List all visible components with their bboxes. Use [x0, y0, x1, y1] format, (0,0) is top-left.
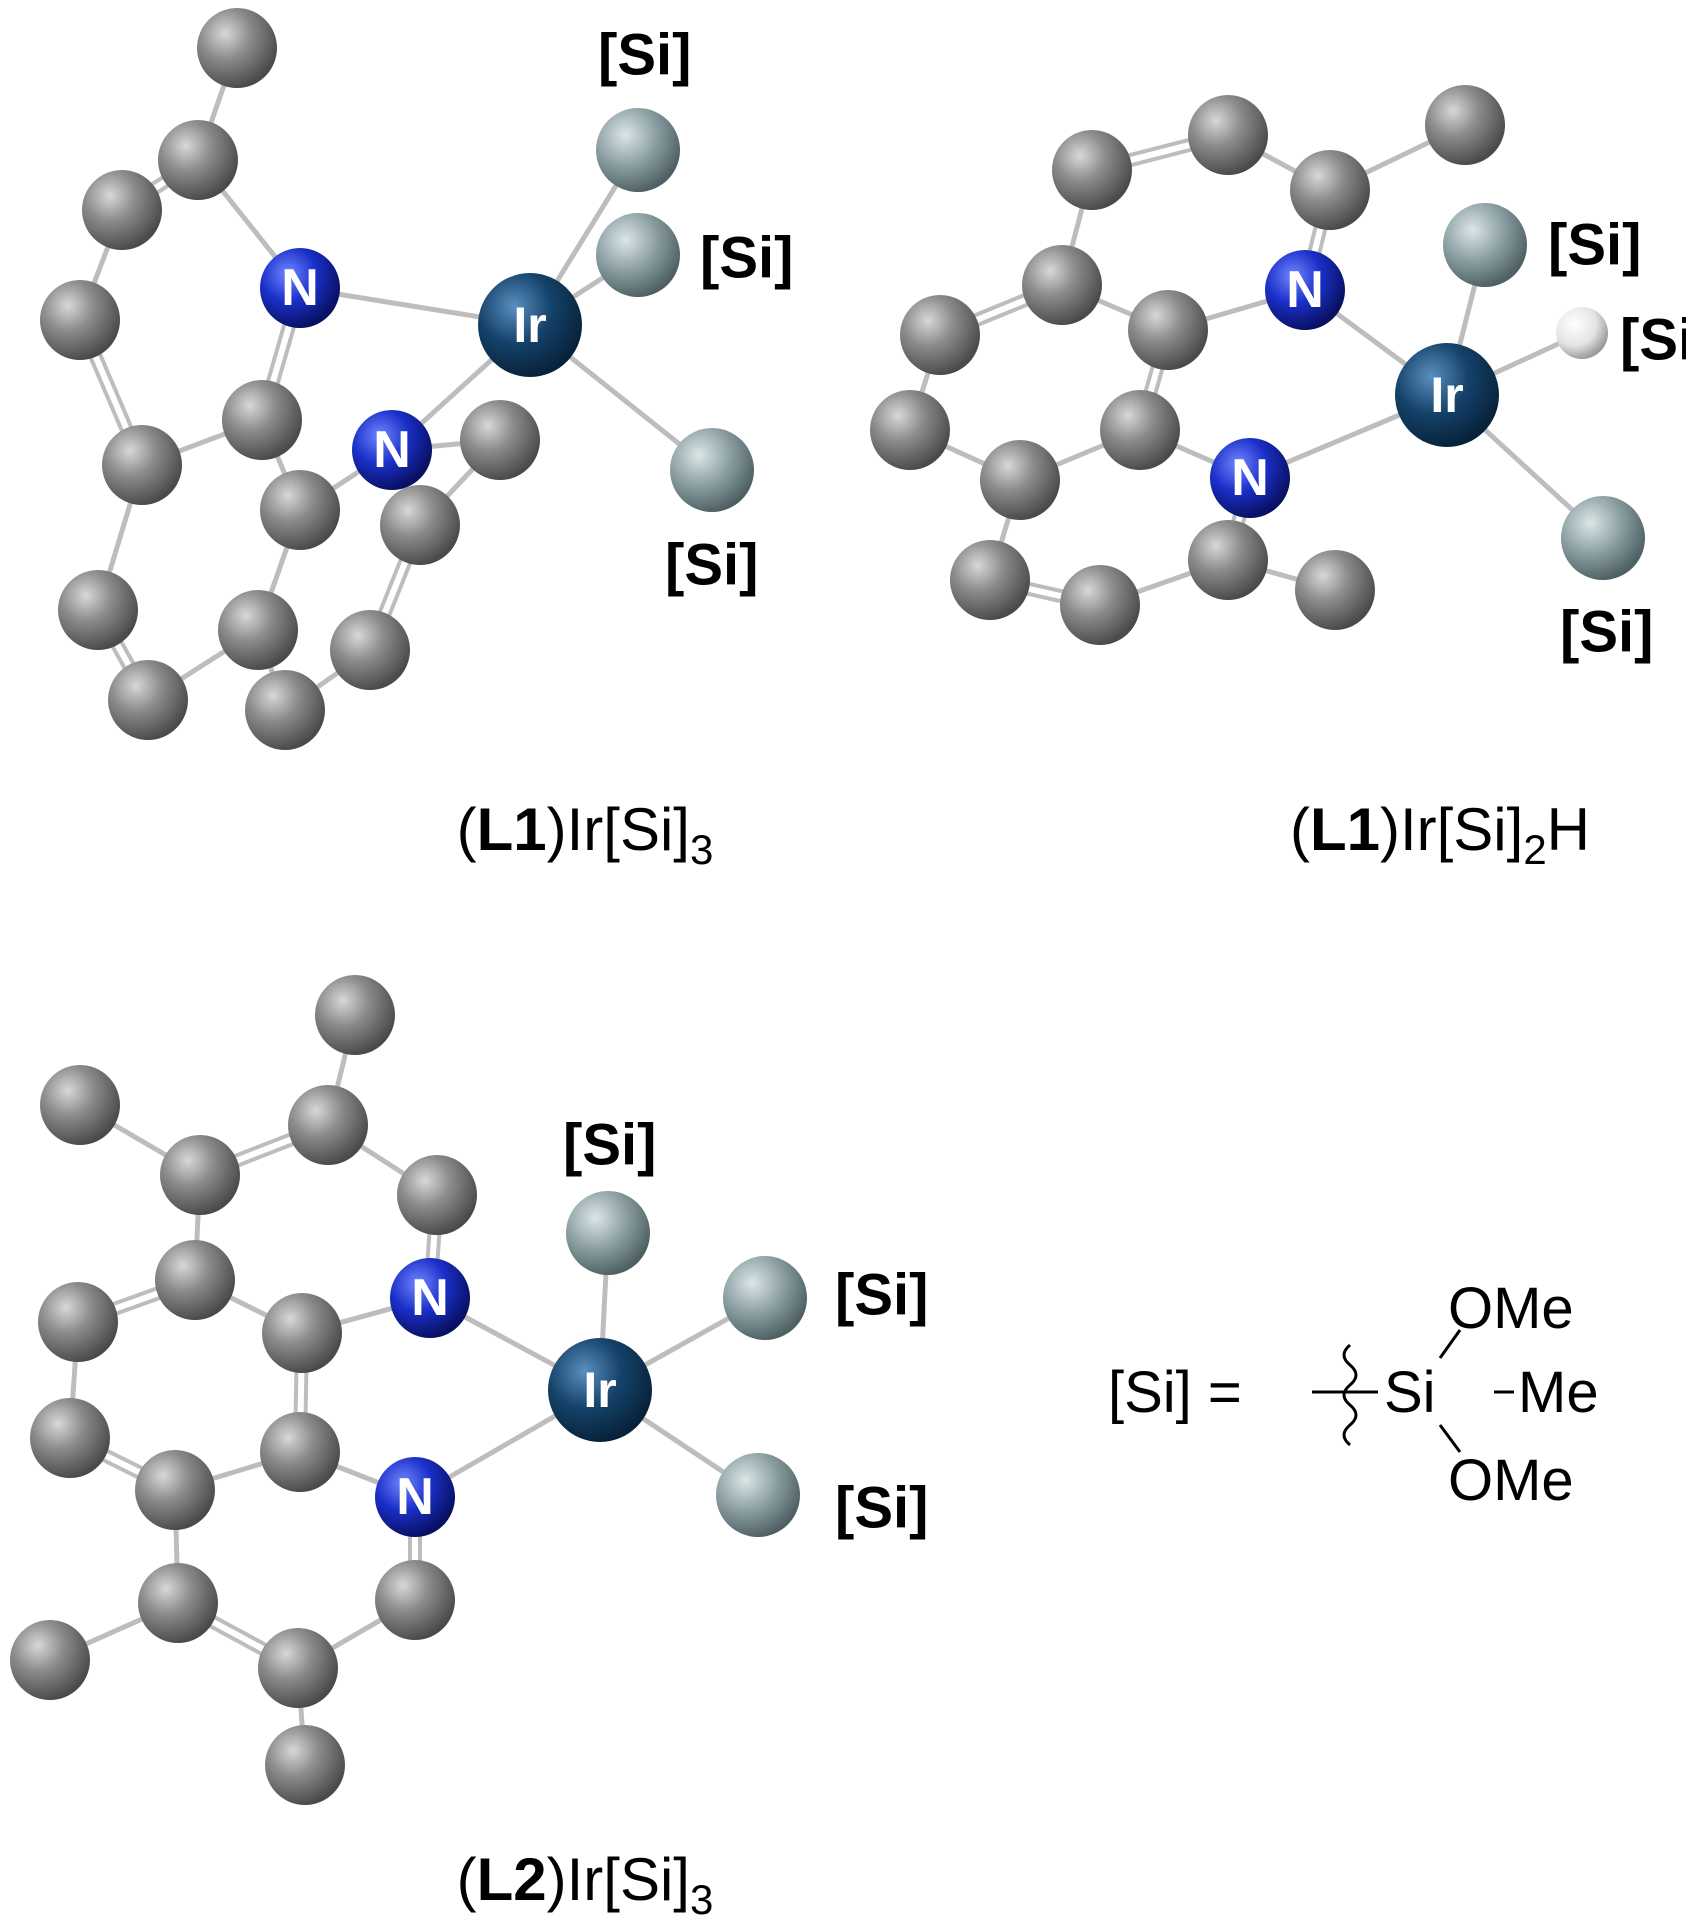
nitrogen-atom: [390, 1258, 470, 1338]
carbon-atom: [218, 590, 298, 670]
silyl-label: [Si]: [665, 533, 758, 598]
iridium-atom: [548, 1338, 652, 1442]
silyl-label: [Si]: [1620, 308, 1686, 373]
silicon-atom: [1561, 496, 1645, 580]
carbon-atom: [397, 1155, 477, 1235]
iridium-atom: [478, 273, 582, 377]
carbon-atom: [1060, 565, 1140, 645]
carbon-atom: [1022, 245, 1102, 325]
nitrogen-label: N: [1286, 261, 1324, 319]
silicon-atom: [670, 428, 754, 512]
carbon-atom: [258, 1628, 338, 1708]
carbon-atom: [108, 660, 188, 740]
carbon-atom: [135, 1450, 215, 1530]
iridium-atom: [1395, 343, 1499, 447]
nitrogen-atom: [1210, 438, 1290, 518]
carbon-atom: [262, 1293, 342, 1373]
carbon-atom: [330, 610, 410, 690]
carbon-atom: [38, 1282, 118, 1362]
carbon-atom: [260, 1412, 340, 1492]
silyl-definition: [Si] = Si Me OMe OMe: [1108, 1276, 1599, 1513]
carbon-atom: [288, 1085, 368, 1165]
carbon-atom: [1290, 150, 1370, 230]
silyl-label: [Si]: [700, 226, 793, 291]
silicon-atom: [716, 1453, 800, 1537]
carbon-atom: [265, 1725, 345, 1805]
carbon-atom: [980, 440, 1060, 520]
nitrogen-label: N: [373, 421, 411, 479]
silicon-atom: [596, 108, 680, 192]
carbon-atom: [315, 975, 395, 1055]
silyl-label: [Si]: [563, 1113, 656, 1178]
carbon-atom: [870, 390, 950, 470]
carbon-atom: [30, 1398, 110, 1478]
carbon-atom: [222, 380, 302, 460]
carbon-atom: [58, 570, 138, 650]
carbon-atom: [197, 8, 277, 88]
carbon-atom: [1128, 290, 1208, 370]
legend-ome-top: OMe: [1448, 1276, 1574, 1341]
carbon-atom: [155, 1240, 235, 1320]
silyl-label: [Si]: [1548, 213, 1641, 278]
carbon-atom: [102, 425, 182, 505]
carbon-atom: [460, 400, 540, 480]
carbon-atom: [950, 540, 1030, 620]
nitrogen-label: N: [281, 259, 319, 317]
carbon-atom: [245, 670, 325, 750]
silicon-atom: [566, 1191, 650, 1275]
nitrogen-label: N: [1231, 449, 1269, 507]
wavy-bond-icon: [1342, 1343, 1358, 1447]
silicon-atom: [723, 1256, 807, 1340]
bonds: [48, 1014, 767, 1766]
caption-complex2: (L1)Ir[Si]2H: [1290, 796, 1590, 873]
carbon-atom: [1188, 520, 1268, 600]
legend-ome-bottom: OMe: [1448, 1448, 1574, 1513]
nitrogen-label: N: [396, 1468, 434, 1526]
iridium-label: Ir: [583, 1362, 616, 1418]
carbon-atom: [158, 120, 238, 200]
carbon-atom: [160, 1135, 240, 1215]
carbon-atom: [82, 170, 162, 250]
carbon-atom: [1425, 85, 1505, 165]
silyl-label: [Si]: [835, 1476, 928, 1541]
legend-lhs: [Si] =: [1108, 1360, 1242, 1425]
silyl-label: [Si]: [1560, 600, 1653, 665]
carbon-atom: [375, 1560, 455, 1640]
silyl-label: [Si]: [835, 1263, 928, 1328]
nitrogen-atom: [1265, 250, 1345, 330]
nitrogen-label: N: [411, 1269, 449, 1327]
legend-me: Me: [1518, 1360, 1599, 1425]
caption-complex1: (L1)Ir[Si]3: [457, 796, 714, 873]
caption-complex3: (L2)Ir[Si]3: [457, 1846, 714, 1920]
carbon-atom: [138, 1563, 218, 1643]
carbon-atom: [900, 295, 980, 375]
legend-si: Si: [1384, 1360, 1436, 1425]
carbon-atom: [1100, 390, 1180, 470]
silicon-atom: [596, 213, 680, 297]
carbon-atom: [380, 485, 460, 565]
carbon-atom: [1188, 95, 1268, 175]
carbon-atom: [260, 470, 340, 550]
nitrogen-atom: [260, 248, 340, 328]
silicon-atom: [1443, 203, 1527, 287]
carbon-atom: [1295, 550, 1375, 630]
carbon-atom: [1052, 130, 1132, 210]
iridium-label: Ir: [513, 297, 546, 353]
carbon-atom: [40, 280, 120, 360]
carbon-atom: [40, 1065, 120, 1145]
nitrogen-atom: [375, 1457, 455, 1537]
carbon-atom: [10, 1620, 90, 1700]
iridium-label: Ir: [1430, 367, 1463, 423]
nitrogen-atom: [352, 410, 432, 490]
silyl-label: [Si]: [598, 23, 691, 88]
hydrogen-atom: [1556, 307, 1608, 359]
